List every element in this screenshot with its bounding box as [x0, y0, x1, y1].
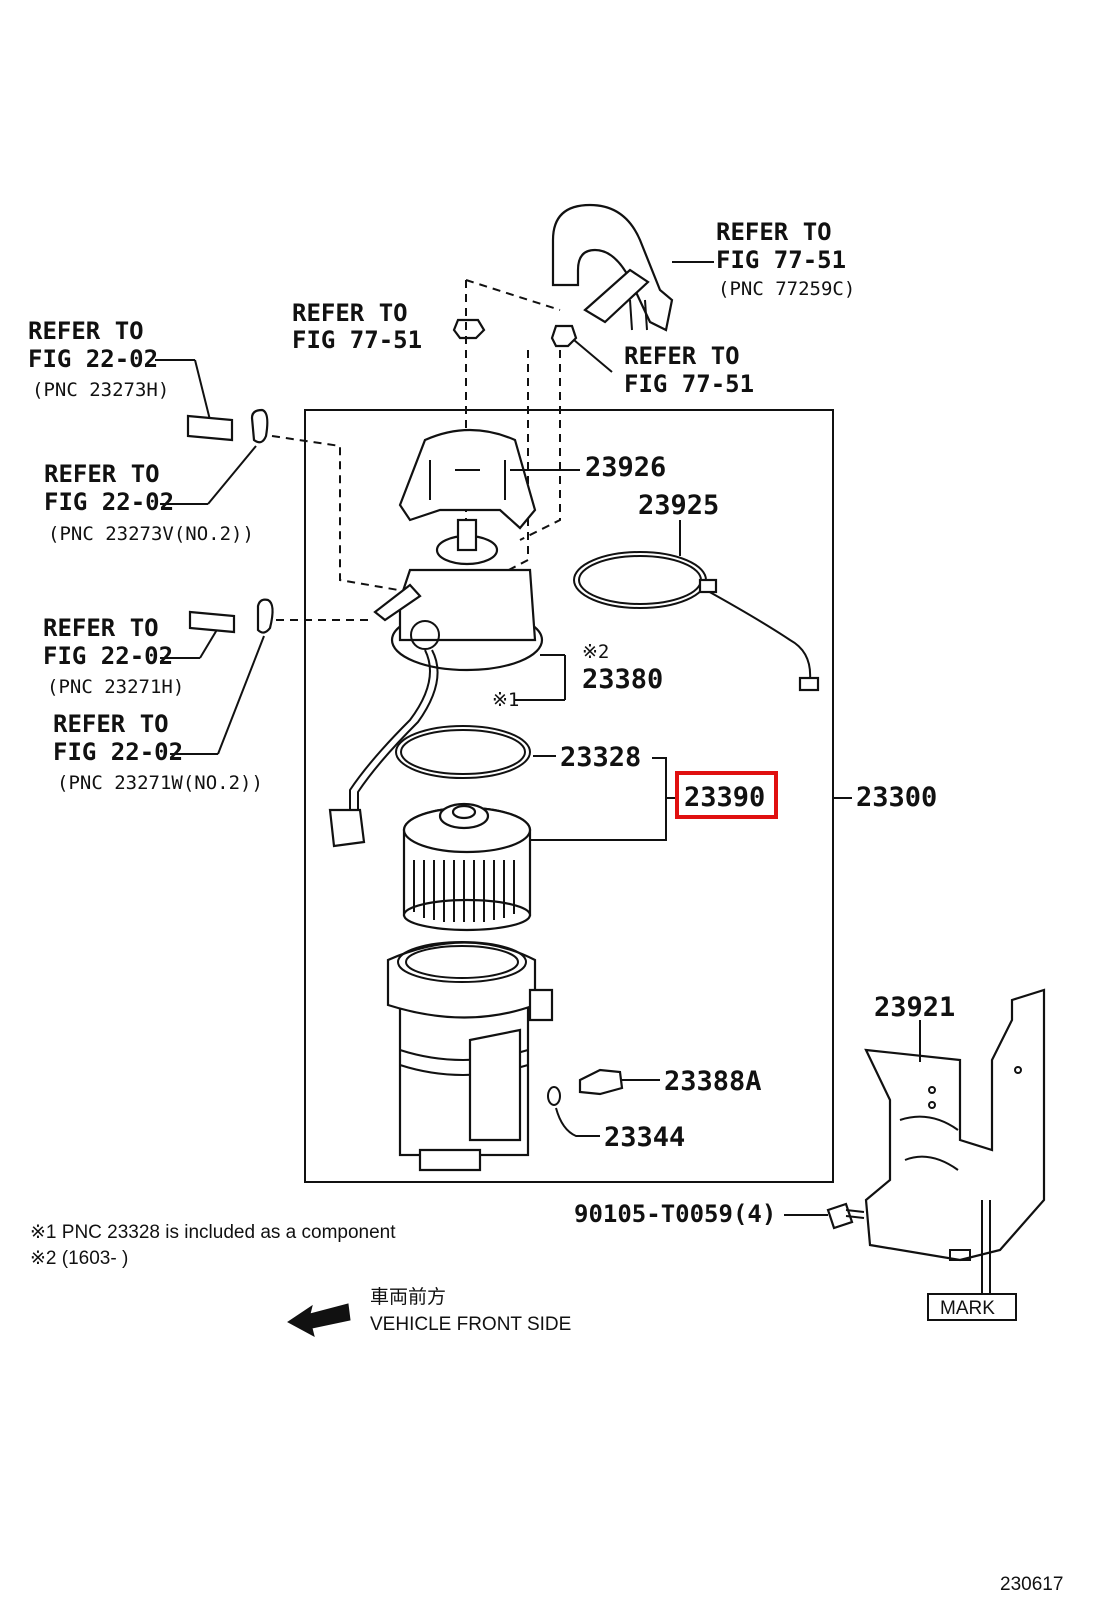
part-number-23380: 23380 — [582, 664, 663, 695]
part-number-23300: 23300 — [856, 782, 937, 813]
part-number-90105: 90105-T0059(4) — [574, 1200, 776, 1228]
filter-head-part-23380 — [328, 518, 544, 848]
front-arrow-icon — [287, 1303, 351, 1337]
drain-plug-part-23388A — [578, 1068, 624, 1096]
clip-icon — [452, 318, 486, 340]
ref3-line1: REFER TO — [43, 614, 159, 642]
ref1-line2: FIG 22-02 — [28, 345, 158, 373]
clip-icon — [550, 324, 578, 348]
ref2-line1: REFER TO — [44, 460, 160, 488]
ref2-line3: (PNC 23273V(NO.2)) — [48, 523, 254, 545]
part-number-23921: 23921 — [874, 992, 955, 1023]
part-number-23925: 23925 — [638, 490, 719, 521]
part-number-23390: 23390 — [684, 782, 765, 813]
bracket-part-23921 — [864, 988, 1046, 1262]
ref2-line2: FIG 22-02 — [44, 488, 174, 516]
hose-end-icon — [186, 414, 234, 442]
ref4-line2: FIG 22-02 — [53, 738, 183, 766]
bolt-part-90105 — [826, 1202, 865, 1230]
ref3-line2: FIG 22-02 — [43, 642, 173, 670]
clip-left-ref-line2: FIG 77-51 — [292, 326, 422, 354]
mark-2: ※2 — [582, 641, 609, 663]
o-ring-part-23344 — [547, 1086, 561, 1106]
front-label-en: VEHICLE FRONT SIDE — [370, 1314, 571, 1335]
hose-part — [551, 203, 674, 332]
hose-end-icon — [188, 610, 236, 634]
cover-part-23926 — [398, 428, 537, 530]
clamp-icon — [256, 598, 274, 634]
filter-element-part — [402, 802, 532, 932]
part-number-23926: 23926 — [585, 452, 666, 483]
part-number-23388A: 23388A — [664, 1066, 762, 1097]
clip-right-ref-line1: REFER TO — [624, 342, 740, 370]
ref4-line3: (PNC 23271W(NO.2)) — [57, 772, 263, 794]
ref1-line1: REFER TO — [28, 317, 144, 345]
ref1-line3: (PNC 23273H) — [32, 379, 169, 401]
highlight-box-23390 — [675, 771, 778, 819]
assembly-box — [304, 409, 834, 1183]
clip-left-ref-line1: REFER TO — [292, 299, 408, 327]
figure-id: 230617 — [1000, 1574, 1063, 1595]
part-number-23328: 23328 — [560, 742, 641, 773]
ref4-line1: REFER TO — [53, 710, 169, 738]
note-2: ※2 (1603- ) — [30, 1248, 128, 1269]
filter-bowl-part — [386, 941, 554, 1172]
mark-box — [927, 1293, 1017, 1321]
hose-ref-line3: (PNC 77259C) — [718, 278, 855, 300]
mark-label: MARK — [940, 1298, 995, 1319]
sensor-ring-part-23925 — [573, 551, 820, 692]
part-number-23344: 23344 — [604, 1122, 685, 1153]
note-1: ※1 PNC 23328 is included as a component — [30, 1222, 396, 1243]
hose-ref-line1: REFER TO — [716, 218, 832, 246]
mark-1: ※1 — [492, 689, 519, 711]
gasket-part-23328 — [395, 725, 531, 779]
clip-right-ref-line2: FIG 77-51 — [624, 370, 754, 398]
hose-ref-line2: FIG 77-51 — [716, 246, 846, 274]
ref3-line3: (PNC 23271H) — [47, 676, 184, 698]
clamp-icon — [250, 408, 269, 444]
front-label-jp: 車両前方 — [370, 1286, 446, 1308]
